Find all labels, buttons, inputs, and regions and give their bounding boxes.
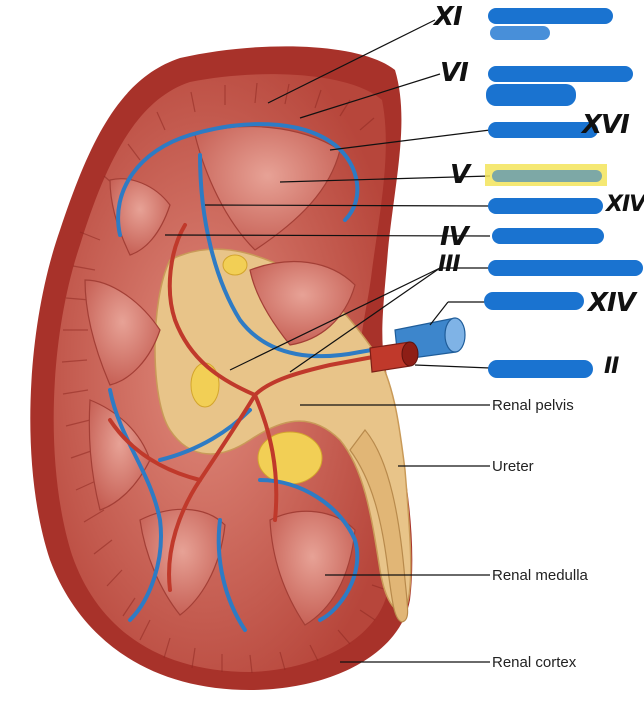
hilum-vessels xyxy=(369,317,466,373)
handwritten-mark-1: XI xyxy=(434,2,463,32)
label-renal-cortex: Renal cortex xyxy=(492,654,577,671)
label-renal-pelvis: Renal pelvis xyxy=(492,397,574,414)
handwritten-mark-5: XIV xyxy=(606,192,644,217)
handwritten-mark-3: XVI xyxy=(582,110,630,140)
handwritten-mark-8: XIV xyxy=(588,288,636,318)
renal-pyramids xyxy=(84,125,356,626)
handwritten-mark-2: VI xyxy=(440,58,469,88)
ureter-shape xyxy=(349,429,409,623)
label-renal-medulla: Renal medulla xyxy=(492,567,588,584)
handwritten-mark-6: IV xyxy=(440,222,469,252)
arterial-tree xyxy=(108,223,402,592)
leader-lines xyxy=(164,19,491,663)
label-ureter: Ureter xyxy=(492,458,534,475)
handwritten-mark-4: V xyxy=(450,160,470,190)
redaction-scribbles xyxy=(484,8,643,378)
handwritten-mark-9: II xyxy=(604,354,619,379)
handwritten-mark-7: III xyxy=(438,252,461,277)
